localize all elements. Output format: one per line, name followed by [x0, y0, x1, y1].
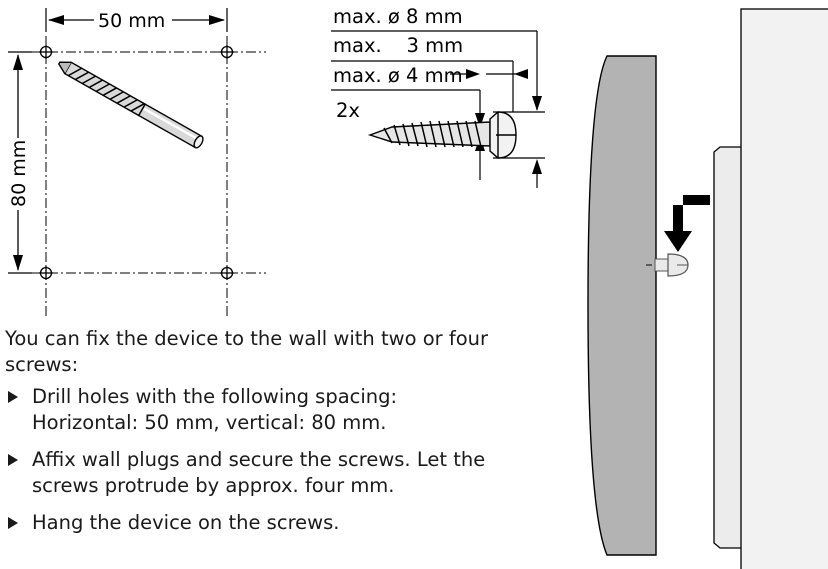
drill-template: [8, 8, 266, 316]
step-text-continued: screws protrude by approx. four mm.: [32, 474, 395, 497]
screw-icon: [367, 111, 517, 159]
wall-side-view: [587, 8, 828, 569]
list-item: Drill holes with the following spacing: …: [5, 384, 565, 436]
step-text: Affix wall plugs and secure the screws. …: [32, 448, 486, 471]
vertical-spacing-label: 80 mm: [8, 140, 30, 207]
device-mounting-lip: [713, 146, 745, 549]
screw-shaft-diameter-label: max. ø 4 mm: [333, 64, 463, 87]
drill-bit-icon: [57, 61, 204, 149]
wall-section: [587, 55, 657, 556]
screw-head-height-label: max. 3 mm: [333, 34, 463, 57]
step-list: Drill holes with the following spacing: …: [5, 384, 565, 547]
bullet-arrow-icon: [8, 391, 18, 403]
bullet-arrow-icon: [8, 517, 18, 529]
device-body: [740, 8, 828, 569]
step-text: Hang the device on the screws.: [32, 511, 340, 534]
step-text: Drill holes with the following spacing:: [32, 385, 398, 408]
screw-head-diameter-label: max. ø 8 mm: [333, 5, 463, 28]
quantity-label: 2x: [336, 99, 360, 122]
horizontal-spacing-label: 50 mm: [98, 10, 165, 32]
hang-direction-arrow-icon: [664, 195, 710, 252]
list-item: Hang the device on the screws.: [5, 510, 565, 536]
intro-text: You can fix the device to the wall with …: [5, 327, 489, 376]
bullet-arrow-icon: [8, 454, 18, 466]
step-text-continued: Horizontal: 50 mm, vertical: 80 mm.: [32, 411, 387, 434]
list-item: Affix wall plugs and secure the screws. …: [5, 447, 565, 499]
